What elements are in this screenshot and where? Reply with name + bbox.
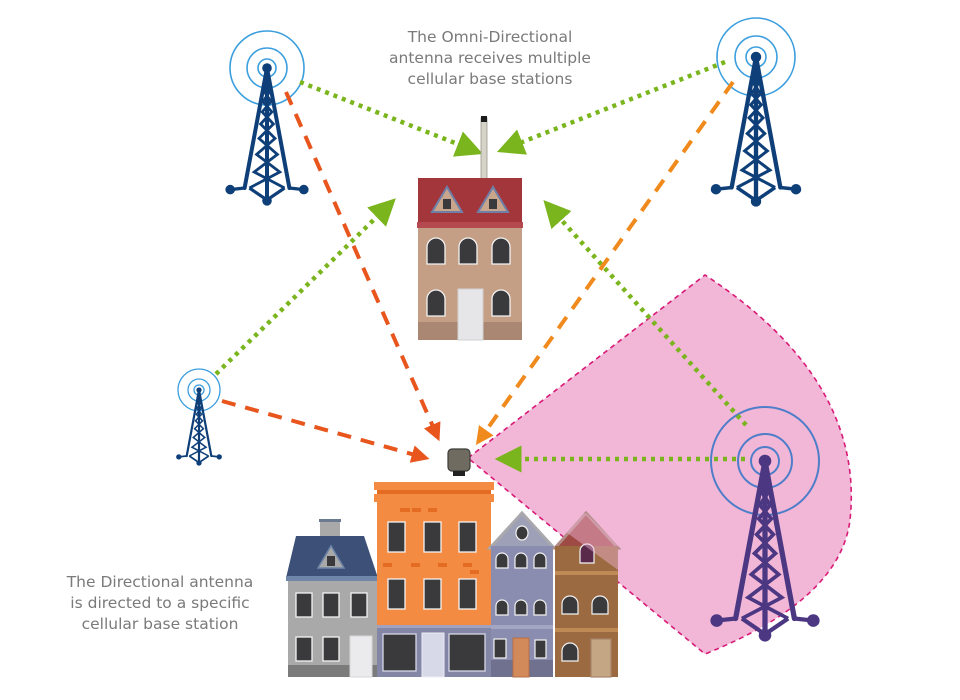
caption-directional-line: The Directional antenna xyxy=(66,573,254,591)
caption-directional-line: is directed to a specific xyxy=(70,594,250,612)
link-green-topright-to-omni xyxy=(496,59,726,155)
house-icon-gray xyxy=(286,519,379,678)
caption-omni-directional: The Omni-Directional antenna receives mu… xyxy=(340,27,640,90)
caption-omni-line: antenna receives multiple xyxy=(389,49,591,67)
house-icon-lavender xyxy=(486,510,558,678)
house-icon-orange xyxy=(374,448,494,678)
caption-omni-line: cellular base stations xyxy=(407,70,573,88)
link-red-small-to-directional xyxy=(221,399,430,463)
directional-beam xyxy=(466,274,852,655)
cell-tower-icon-top-left xyxy=(225,30,308,206)
link-green-topleft-to-omni xyxy=(299,79,484,157)
cell-tower-icon-small-left xyxy=(175,368,223,467)
house-icon-brown xyxy=(551,510,622,678)
cell-tower-icon-bottom-right xyxy=(710,406,819,642)
caption-directional: The Directional antenna is directed to a… xyxy=(40,572,280,635)
link-red-topleft-to-directional xyxy=(284,91,441,442)
caption-directional-line: cellular base station xyxy=(81,615,239,633)
link-green-small-to-omni xyxy=(214,198,396,376)
house-icon-omni xyxy=(417,116,523,341)
omni-antenna-icon xyxy=(480,117,488,181)
cell-tower-icon-top-right xyxy=(711,17,801,207)
link-orange-topright-to-directional xyxy=(475,80,735,445)
caption-omni-line: The Omni-Directional xyxy=(407,28,573,46)
directional-antenna-icon xyxy=(447,448,471,472)
directional-beam-overlay xyxy=(555,513,618,570)
